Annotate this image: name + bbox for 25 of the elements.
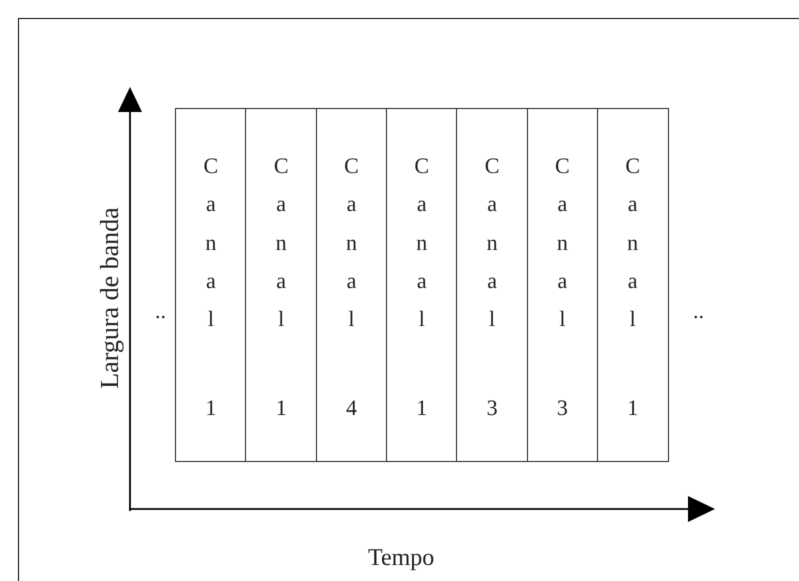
channel-number: 1 — [274, 395, 288, 421]
channel-name: Canal — [484, 152, 500, 334]
channel-name: Canal — [554, 152, 570, 334]
channel-number: 4 — [344, 395, 358, 421]
channel-column — [456, 108, 528, 462]
channel-name: Canal — [344, 152, 360, 334]
ellipsis: .. — [155, 298, 166, 324]
channel-number: 3 — [556, 395, 569, 421]
channel-number: 1 — [626, 395, 640, 421]
x-axis-label: Tempo — [368, 545, 434, 572]
channel-column — [245, 108, 318, 462]
channel-column — [526, 108, 598, 462]
y-axis-label: Largura de banda — [95, 207, 125, 389]
channel-name: Canal — [414, 152, 430, 334]
channel-number: 3 — [486, 395, 499, 421]
channel-name: Canal — [625, 152, 640, 334]
channel-name: Canal — [203, 152, 219, 334]
channel-number: 1 — [204, 395, 218, 421]
channel-name: Canal — [274, 152, 289, 334]
channel-column — [386, 108, 458, 462]
channel-number: 1 — [415, 395, 428, 421]
channel-column — [175, 108, 247, 462]
channel-column — [316, 108, 388, 462]
ellipsis: .. — [693, 298, 704, 324]
channel-column — [596, 108, 669, 462]
